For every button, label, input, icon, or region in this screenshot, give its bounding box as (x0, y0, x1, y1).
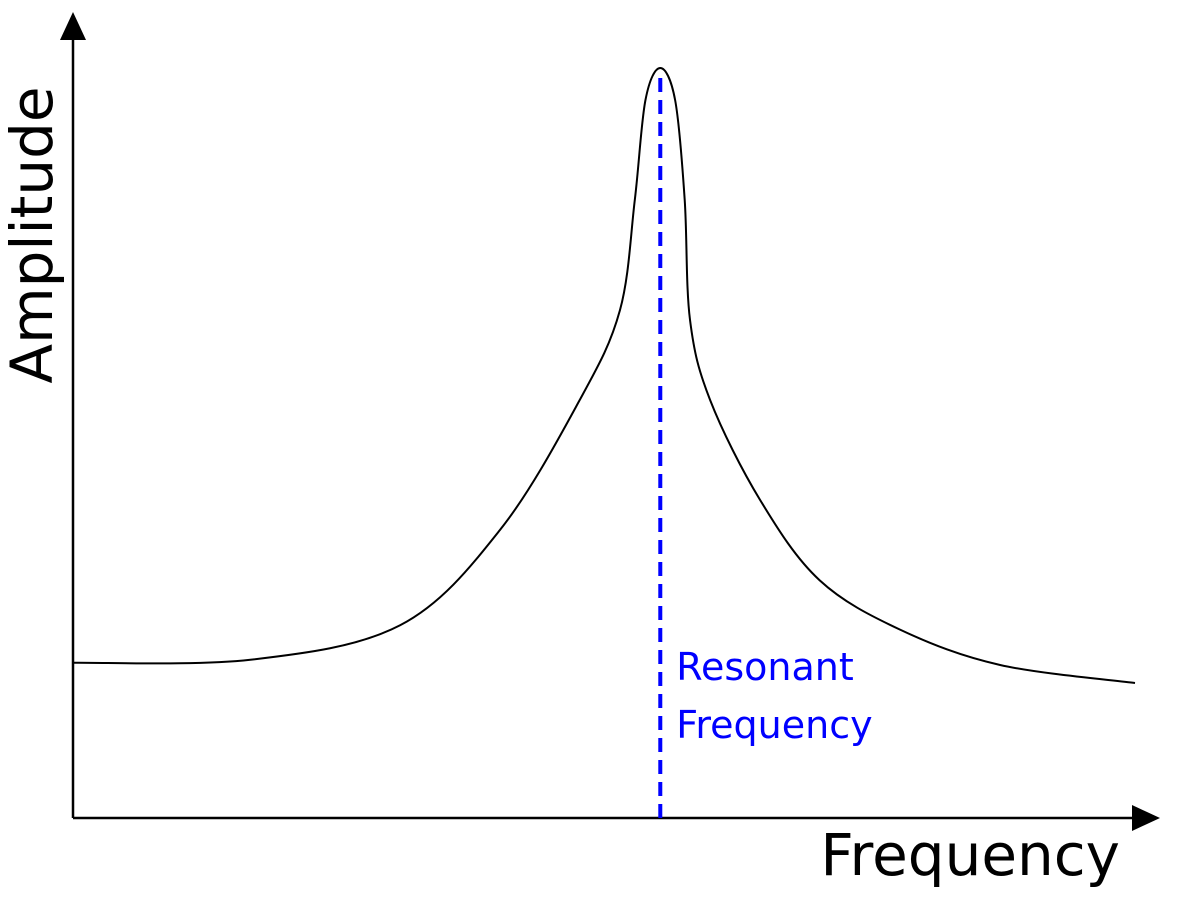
x-axis (73, 805, 1160, 831)
series-line-0 (72, 66, 1136, 684)
resonant-label-line1: Resonant (676, 645, 853, 689)
plot-area (72, 66, 1136, 818)
y-axis (60, 12, 86, 818)
y-axis-label: Amplitude (0, 86, 66, 383)
resonant-label-line2: Frequency (676, 703, 872, 747)
annotations: Resonant Frequency (676, 645, 872, 747)
y-axis-arrow-icon (60, 12, 86, 40)
x-axis-label: Frequency (820, 821, 1120, 889)
x-axis-arrow-icon (1132, 805, 1160, 831)
